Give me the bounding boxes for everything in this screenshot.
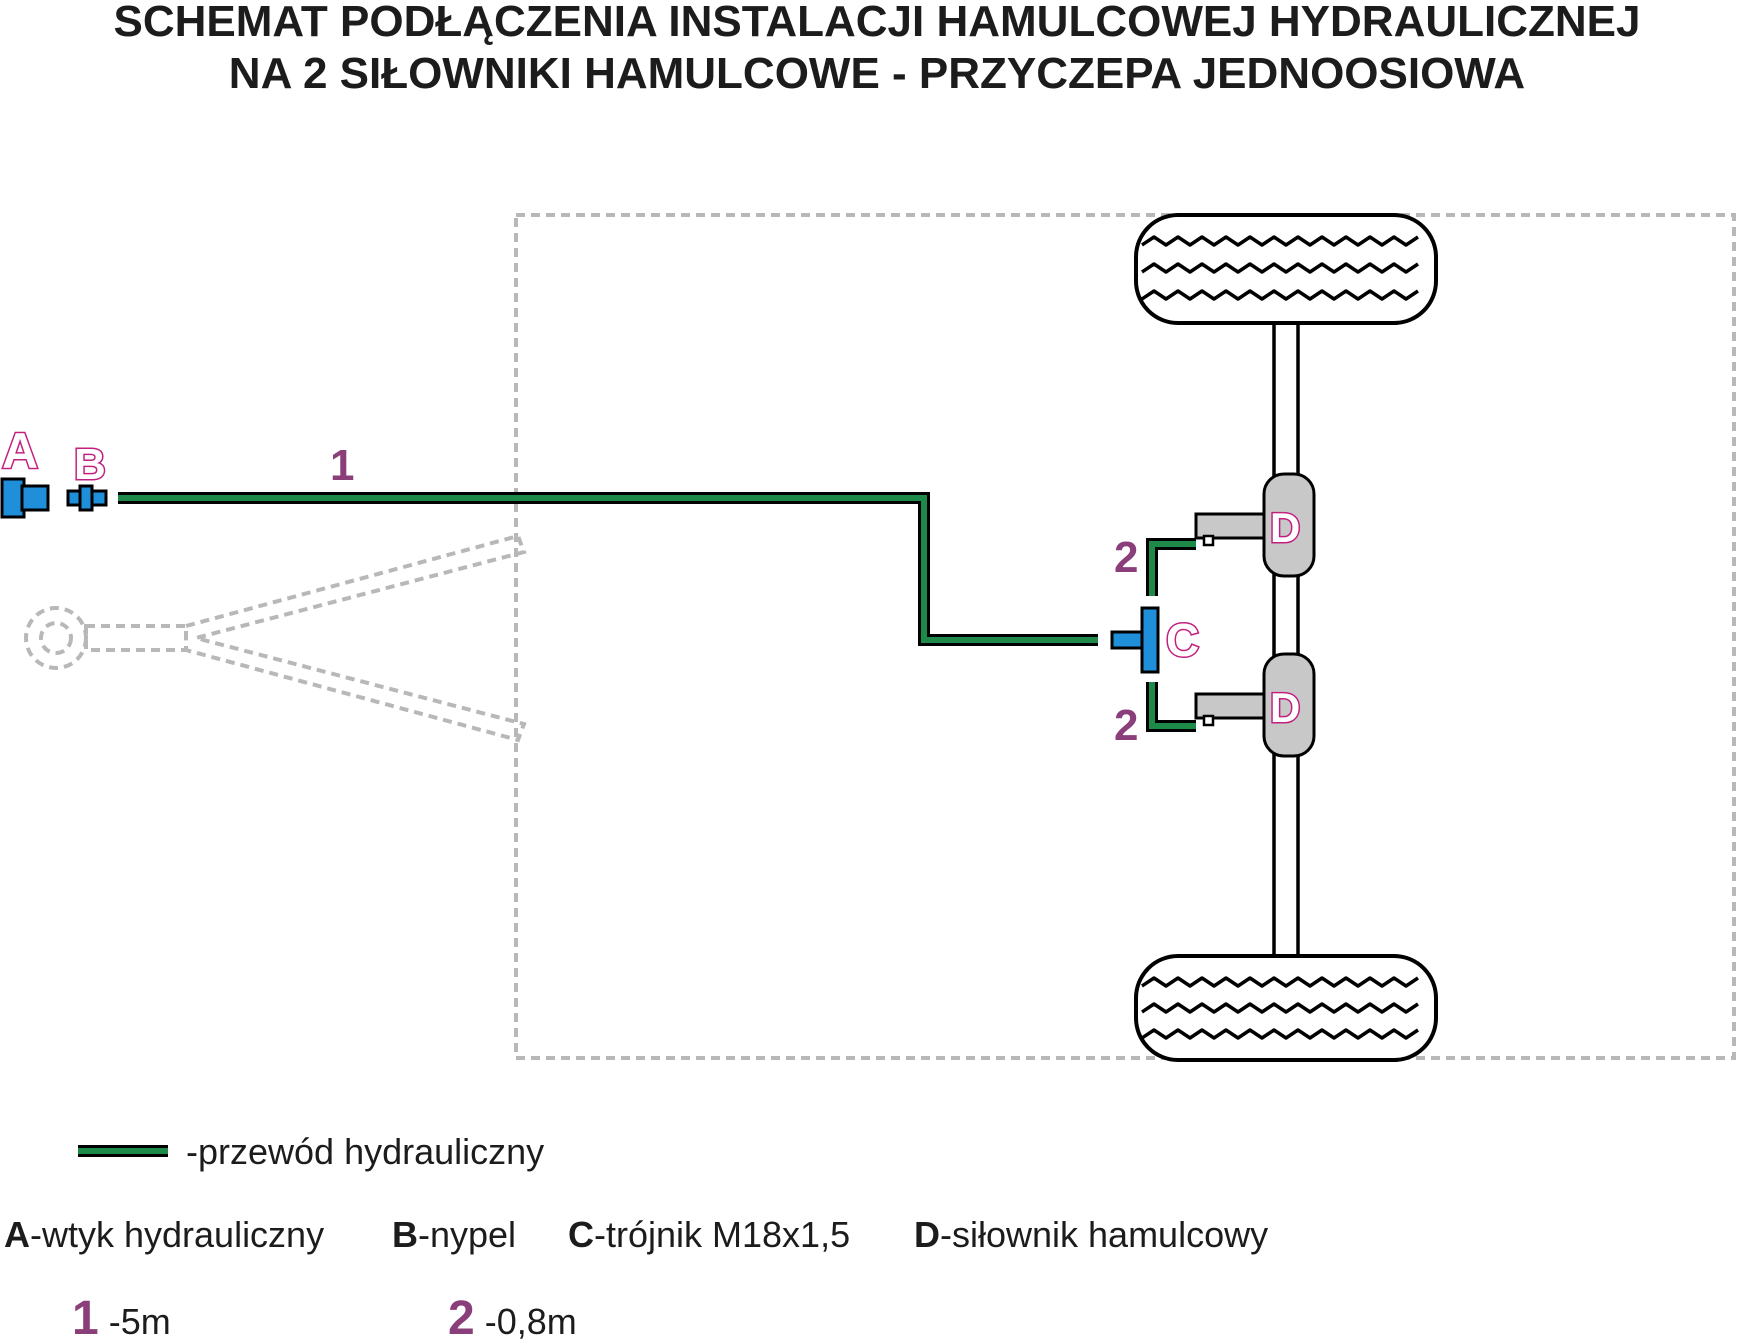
legend-text-b: -nypel [418, 1214, 516, 1255]
hydraulic-plug [0, 477, 50, 519]
legend-key-c: C [568, 1214, 594, 1255]
nipple-fitting [66, 484, 108, 512]
legend-text-a: -wtyk hydrauliczny [30, 1214, 324, 1255]
component-label-a: A [2, 423, 38, 479]
brake-actuator-lower [1194, 652, 1316, 758]
pipe-number-branch-upper: 2 [1114, 533, 1138, 582]
tee-fitting [1110, 606, 1160, 674]
pipe-number-branch-lower: 2 [1114, 701, 1138, 750]
hydraulic-hose-main [118, 492, 1098, 646]
hydraulic-hose-branch-lower [1146, 682, 1196, 732]
component-label-d-lower: D [1270, 684, 1300, 731]
brake-actuator-upper [1194, 472, 1316, 578]
drawbar-outline [24, 533, 527, 743]
legend-item-a: A-wtyk hydrauliczny [4, 1214, 324, 1255]
legend-length-key-1: 1 [72, 1292, 99, 1340]
legend-length-2: 2 -0,8m [448, 1292, 577, 1340]
legend-item-b: B-nypel [392, 1214, 516, 1255]
component-label-c: C [1166, 614, 1199, 666]
legend-text-d: -siłownik hamulcowy [940, 1214, 1268, 1255]
title-line-2: NA 2 SIŁOWNIKI HAMULCOWE - PRZYCZEPA JED… [229, 49, 1525, 98]
legend-key-b: B [392, 1214, 418, 1255]
hydraulic-hose-branch-upper [1146, 538, 1196, 596]
wheel-bottom [1134, 954, 1438, 1062]
component-label-b: B [74, 440, 106, 489]
legend-length-text-1: -5m [99, 1301, 171, 1340]
legend-text-c: -trójnik M18x1,5 [594, 1214, 850, 1255]
legend-length-1: 1 -5m [72, 1292, 171, 1340]
legend-key-a: A [4, 1214, 30, 1255]
legend-length-key-2: 2 [448, 1292, 475, 1340]
pipe-number-main: 1 [330, 441, 354, 490]
component-label-d-upper: D [1270, 504, 1300, 551]
legend-hose-label: -przewód hydrauliczny [186, 1131, 544, 1172]
trailer-frame-outline [514, 213, 1736, 1060]
legend-length-text-2: -0,8m [475, 1301, 577, 1340]
title-line-1: SCHEMAT PODŁĄCZENIA INSTALACJI HAMULCOWE… [114, 0, 1641, 46]
axle [1272, 308, 1300, 962]
wheel-top [1134, 213, 1438, 325]
legend-item-c: C-trójnik M18x1,5 [568, 1214, 850, 1255]
legend-key-d: D [914, 1214, 940, 1255]
legend-item-d: D-siłownik hamulcowy [914, 1214, 1268, 1255]
